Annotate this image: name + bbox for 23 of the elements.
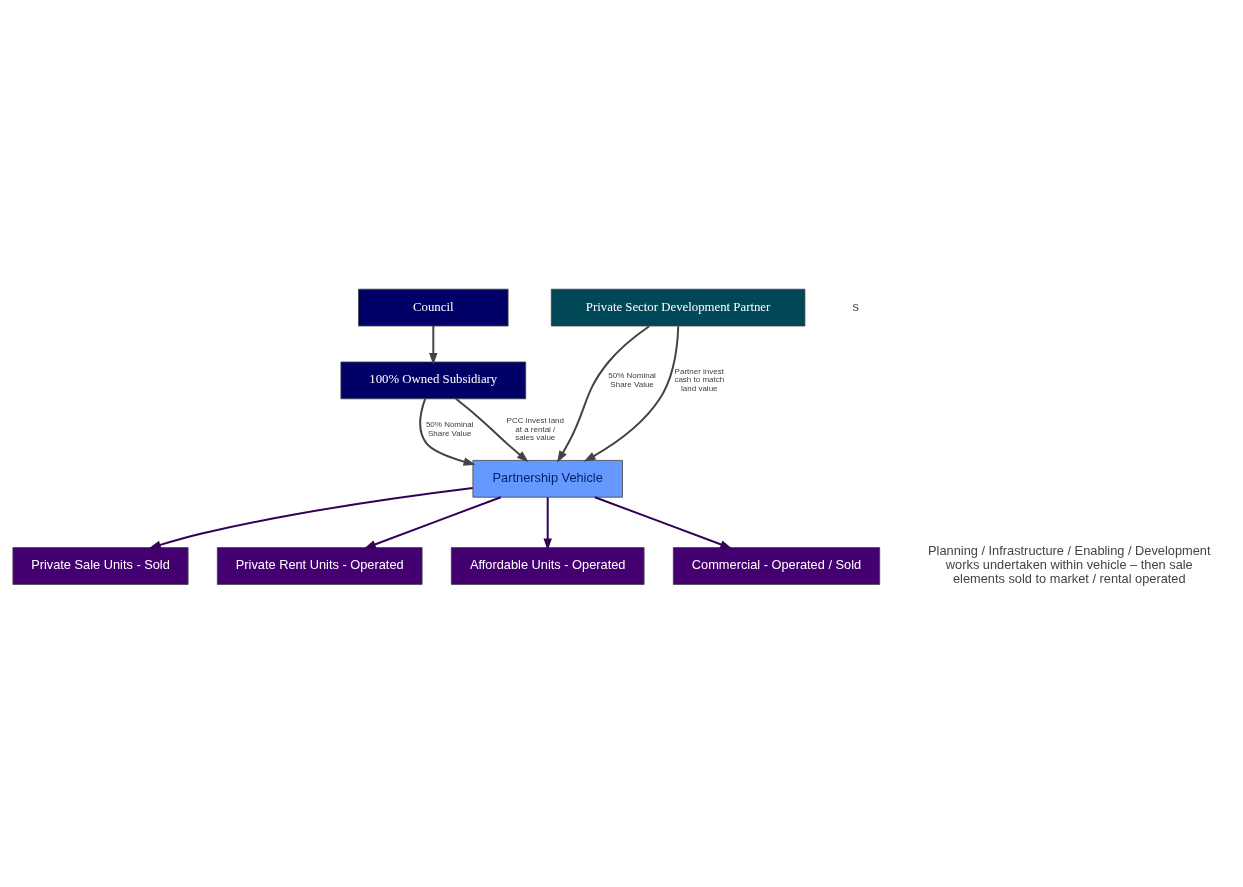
node-box: Commercial - Operated / Sold (672, 546, 881, 585)
arrow (454, 397, 529, 462)
arrow (543, 495, 552, 550)
arrow (429, 324, 438, 365)
edge-label: 50% Nominal Share Value (608, 370, 656, 389)
node-box: Private Sale Units - Sold (12, 546, 189, 585)
arrow (419, 397, 476, 466)
edge-label: 50% Nominal Share Value (425, 419, 474, 438)
label: s (852, 298, 859, 314)
node-box: 100% Owned Subsidiary (340, 361, 527, 399)
node-box: Private Sector Development Partner (550, 288, 806, 326)
arrow (583, 324, 680, 462)
node-box: Private Rent Units - Operated (216, 546, 423, 585)
arrow (557, 324, 651, 463)
edge-label: Partner invest cash to match land value (674, 366, 725, 393)
arrow (593, 495, 733, 549)
node-box: Partnership Vehicle (472, 459, 623, 498)
label: Planning / Infrastructure / Enabling / Development works undertaken within vehicle – then sale elements sold to market / rental operated (928, 542, 1211, 586)
arrow (148, 486, 474, 549)
node-box: Affordable Units - Operated (450, 546, 645, 585)
edge-label: PCC invest land at a rental / sales value (506, 415, 564, 442)
node-box: Council (358, 288, 509, 326)
arrow (363, 495, 502, 549)
